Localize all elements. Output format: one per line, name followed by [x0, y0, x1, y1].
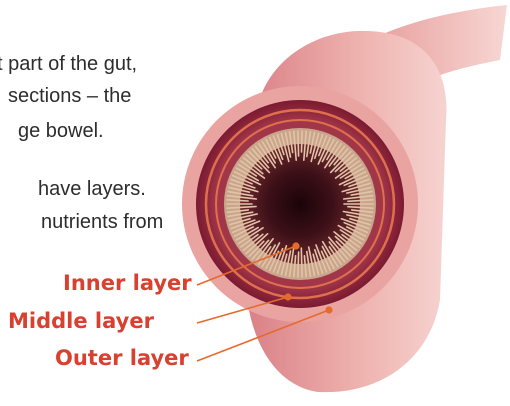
- middle-layer-dot: [284, 293, 291, 300]
- outer-layer-dot: [325, 306, 332, 313]
- villus: [301, 248, 302, 277]
- outer-layer-label: Outer layer: [55, 346, 189, 370]
- inner-layer-dot: [292, 242, 299, 249]
- villus: [298, 131, 299, 156]
- villus: [298, 252, 299, 277]
- middle-layer-label: Middle layer: [8, 309, 154, 333]
- villus: [302, 131, 303, 152]
- inner-layer-label: Inner layer: [63, 271, 192, 295]
- lumen: [240, 144, 360, 264]
